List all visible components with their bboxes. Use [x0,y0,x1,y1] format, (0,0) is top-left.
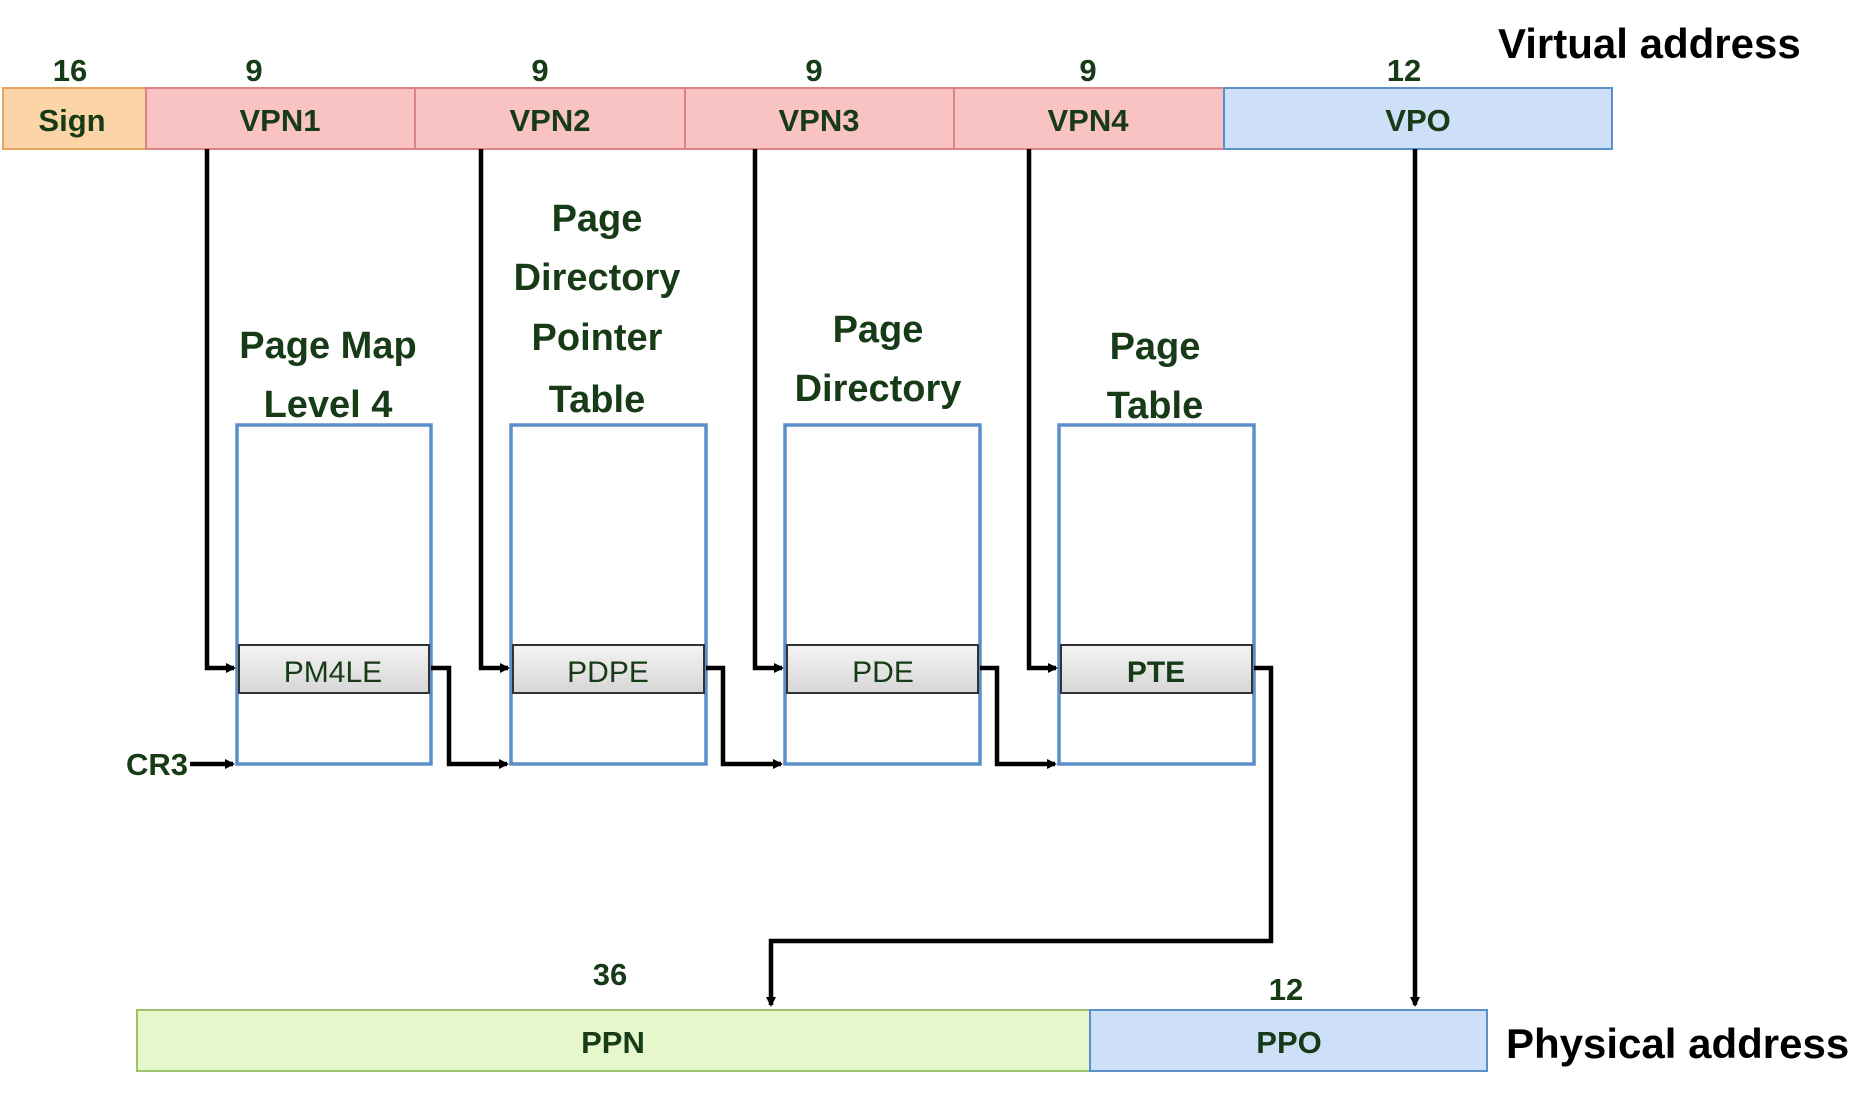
table-title-pd-line-1: Page [833,309,924,351]
entry-pte [1060,644,1253,694]
page-table-pd: PDE [783,423,982,766]
va-field-vpn2: VPN2 9 [414,53,686,150]
table-title-pdpt-line-4: Table [549,379,645,421]
physical-address-label: Physical address [1506,1020,1849,1067]
page-table-pml4-box [235,423,433,766]
entry-pdpe [512,644,705,694]
pte-to-ppn-arrow [766,665,1274,1007]
va-field-vpn2-bits: 9 [531,53,548,88]
pa-field-ppn: PPN 36 [136,957,1091,1072]
va-field-vpn2-box [414,87,686,150]
entry-pdpe-label: PDPE [567,656,649,689]
va-field-vpo-bits: 12 [1387,53,1421,88]
va-field-sign-box [2,87,147,150]
va-field-vpn4-bits: 9 [1079,53,1096,88]
page-table-pdpt-box [509,423,708,766]
va-field-vpo: VPO 12 [1223,53,1613,150]
pa-field-ppo-bits: 12 [1269,972,1303,1007]
table-title-pt-line-1: Page [1110,326,1201,368]
page-table-pml4: PM4LE [235,423,433,766]
va-field-vpn1-bits: 9 [245,53,262,88]
pa-field-ppo-box [1089,1009,1488,1072]
vpn2-index-arrow [478,149,510,673]
entry-pde-label: PDE [852,656,914,689]
vpn3-index-arrow [752,149,784,673]
page-table-pt-box [1057,423,1256,766]
va-field-vpn3: VPN3 9 [684,53,955,150]
entry-pm4le-label: PM4LE [284,656,382,689]
va-field-vpn4: VPN4 9 [953,53,1225,150]
pa-field-ppn-box [136,1009,1091,1072]
va-field-vpn2-label: VPN2 [510,103,591,138]
page-table-pdpt: PDPE [509,423,708,766]
table-title-pdpt-line-3: Pointer [532,317,663,359]
pm4le-to-pdpt-arrow [431,665,509,769]
vpn1-index-arrow [204,149,236,673]
vpn4-index-arrow [1026,149,1058,673]
pdpe-to-pd-arrow [706,665,783,769]
entry-pm4le [238,644,430,694]
virtual-address-bar: Virtual address Sign 16 VPN1 9 VPN2 9 VP… [2,20,1801,150]
va-field-vpn1-box [145,87,416,150]
table-title-pt-line-2: Table [1107,385,1203,427]
virtual-address-label: Virtual address [1498,20,1801,67]
va-field-sign: Sign 16 [2,53,147,150]
page-table-pd-box [783,423,982,766]
table-title-pd-line-2: Directory [795,368,962,410]
va-field-vpn1: VPN1 9 [145,53,416,150]
va-field-vpn1-label: VPN1 [240,103,321,138]
page-table-pt: PTE [1057,423,1256,766]
va-field-vpn4-box [953,87,1225,150]
pa-field-ppn-bits: 36 [593,957,627,992]
entry-pte-label: PTE [1127,656,1185,689]
pde-to-pt-arrow [980,665,1057,769]
pa-field-ppo-label: PPO [1256,1025,1321,1060]
table-titles: Page Map Level 4 Page Directory Pointer … [239,198,1203,427]
va-field-vpn3-bits: 9 [805,53,822,88]
table-title-pdpt-line-2: Directory [514,257,681,299]
table-title-pml4-line-2: Level 4 [264,384,393,426]
va-field-sign-label: Sign [38,103,105,138]
va-field-vpo-label: VPO [1385,103,1450,138]
pa-field-ppo: PPO 12 [1089,972,1488,1072]
entry-pde [786,644,979,694]
table-title-pml4-line-1: Page Map [239,325,416,367]
pa-field-ppn-label: PPN [581,1025,645,1060]
va-field-sign-bits: 16 [53,53,87,88]
cr3-label: CR3 [126,747,188,782]
va-field-vpn3-label: VPN3 [779,103,860,138]
va-field-vpo-box [1223,87,1613,150]
physical-address-bar: PPN 36 PPO 12 Physical address [136,957,1849,1072]
va-field-vpn4-label: VPN4 [1048,103,1130,138]
table-title-pdpt-line-1: Page [552,198,643,240]
